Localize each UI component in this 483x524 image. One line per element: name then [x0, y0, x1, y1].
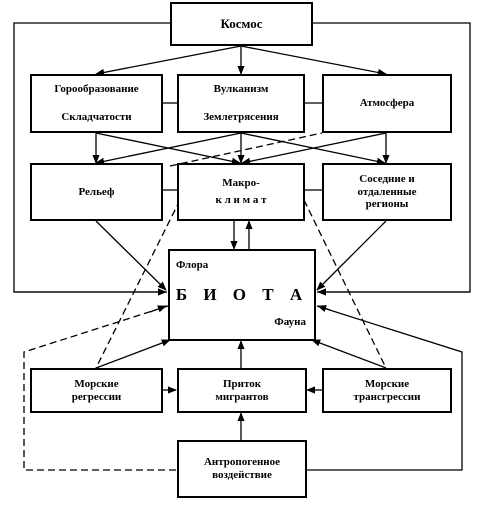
regressii-to-biota-arrow	[95, 339, 171, 369]
node-pritok-line1: Приток	[222, 377, 262, 390]
node-regiony-line3: регионы	[365, 198, 409, 211]
node-antropogen-line2: воздействие	[212, 469, 272, 481]
regiony-to-biota-arrow	[316, 220, 387, 291]
node-biota-flora: Флора	[176, 259, 209, 271]
node-regressii-line1: Морские	[74, 377, 119, 390]
node-goroobrazovanie-line2: Складчатости	[61, 110, 132, 123]
node-vulkanizm: Вулканизм Землетрясения	[177, 74, 305, 133]
kosmos-to-goroobr-arrow	[95, 45, 242, 77]
node-relief-label: Рельеф	[78, 185, 115, 198]
node-pritok: Приток мигрантов	[177, 368, 307, 413]
antropogen-right-loop-line	[306, 305, 463, 471]
node-biota-fauna: Фауна	[274, 316, 306, 329]
node-transgressii: Морские трансгрессии	[322, 368, 452, 413]
dashed-makro-regressii	[95, 199, 181, 369]
node-regiony-line2: отдаленные	[357, 185, 417, 198]
node-transgressii-line1: Морские	[364, 377, 410, 390]
node-goroobrazovanie-line1: Горообразование	[54, 83, 139, 96]
node-goroobrazovanie: Горообразование Складчатости	[30, 74, 163, 133]
vulkan-to-relief-arrow	[95, 132, 242, 165]
node-regressii: Морские регрессии	[30, 368, 163, 413]
transgressii-to-biota-arrow	[311, 339, 387, 369]
dashed-antropogen-left-arrowline	[149, 305, 167, 313]
node-kosmos-label: Космос	[220, 15, 263, 31]
node-regiony-line1: Соседние и	[359, 173, 415, 186]
node-regressii-line2: регрессии	[71, 390, 122, 403]
node-vulkanizm-line2: Землетрясения	[203, 110, 279, 123]
node-biota: Флора Б И О Т А Фауна	[168, 249, 316, 341]
dashed-antropogen-left-loop	[23, 305, 176, 471]
atmosfera-to-makro-arrow	[241, 132, 387, 165]
node-vulkanizm-line1: Вулканизм	[213, 83, 269, 96]
node-transgressii-line2: трансгрессии	[353, 390, 421, 403]
kosmos-to-atmosfera-arrow	[240, 45, 387, 77]
node-kosmos: Космос	[170, 2, 313, 46]
node-antropogen: Антропогенное воздействие	[177, 440, 307, 498]
node-regiony: Соседние и отдаленные регионы	[322, 163, 452, 221]
node-makroklimat-line2: к л и м а т	[215, 194, 267, 206]
outer-loop-right-line	[313, 22, 471, 293]
dashed-relief-atmosfera	[169, 132, 323, 167]
dashed-makro-transgressii	[303, 199, 387, 369]
relief-to-biota-arrow	[95, 220, 167, 291]
node-biota-title: Б И О Т А	[175, 285, 309, 305]
node-atmosfera: Атмосфера	[322, 74, 452, 133]
node-makroklimat-line1: Макро-	[222, 177, 260, 190]
node-relief: Рельеф	[30, 163, 163, 221]
outer-loop-line	[13, 22, 170, 293]
node-antropogen-line1: Антропогенное	[203, 456, 281, 469]
node-atmosfera-label: Атмосфера	[359, 97, 415, 110]
node-pritok-line2: мигрантов	[215, 390, 269, 403]
node-makroklimat: Макро- к л и м а т	[177, 163, 305, 221]
antropogen-right-loop-arrow	[317, 305, 331, 313]
